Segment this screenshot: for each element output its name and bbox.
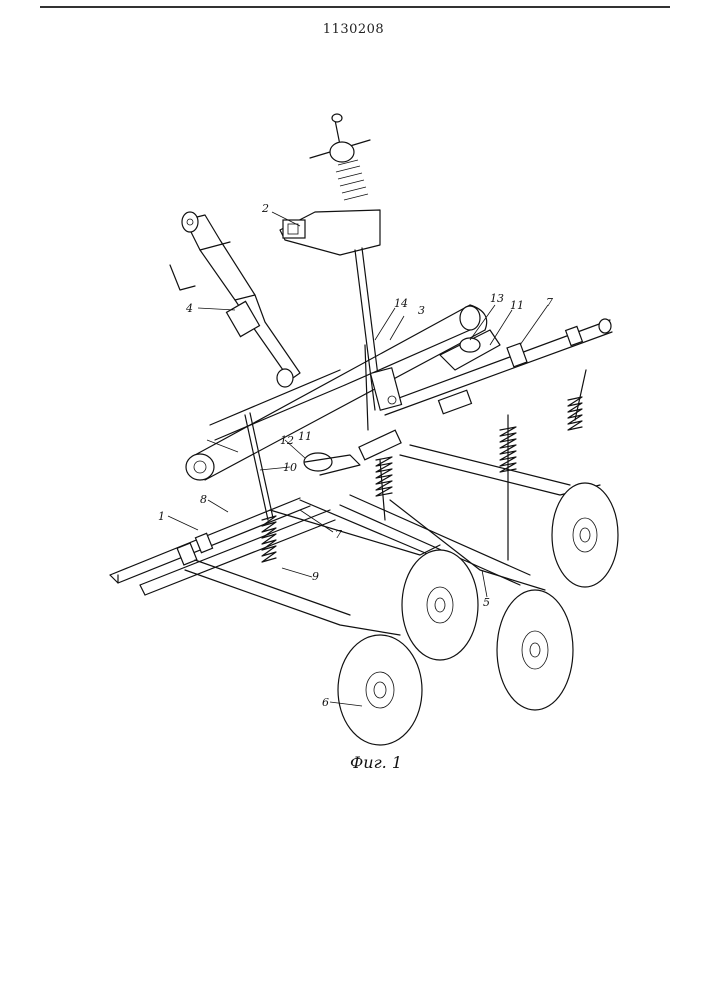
label-3: 3 — [418, 304, 425, 317]
label-13: 13 — [490, 292, 504, 305]
pivot-brackets — [304, 330, 500, 475]
label-12: 12 — [280, 434, 294, 447]
spring-center — [376, 457, 392, 496]
label-7-lower: 7 — [335, 528, 342, 541]
label-7-upper: 7 — [546, 296, 553, 309]
label-10: 10 — [283, 461, 297, 474]
rear-pipe — [210, 330, 470, 440]
label-4: 4 — [185, 302, 193, 315]
label-14: 14 — [394, 297, 408, 310]
disc-front-left — [338, 635, 422, 745]
label-8: 8 — [200, 493, 207, 506]
spring-far-right — [568, 397, 582, 430]
disc-rear-right — [552, 483, 618, 587]
label-5: 5 — [483, 596, 490, 609]
lever-bracket — [365, 345, 402, 430]
disc-middle-right — [497, 590, 573, 710]
label-11-lower: 11 — [298, 430, 312, 443]
label-9: 9 — [312, 570, 319, 583]
main-beam — [186, 305, 487, 480]
disc-middle-left — [402, 550, 478, 660]
label-6: 6 — [322, 696, 329, 709]
front-frame-bar — [110, 498, 335, 595]
label-11-upper: 11 — [510, 299, 524, 312]
figure-caption: Фиг. 1 — [350, 753, 402, 772]
label-1: 1 — [158, 510, 165, 523]
hydraulic-cylinder — [170, 212, 300, 387]
label-2: 2 — [261, 202, 269, 215]
